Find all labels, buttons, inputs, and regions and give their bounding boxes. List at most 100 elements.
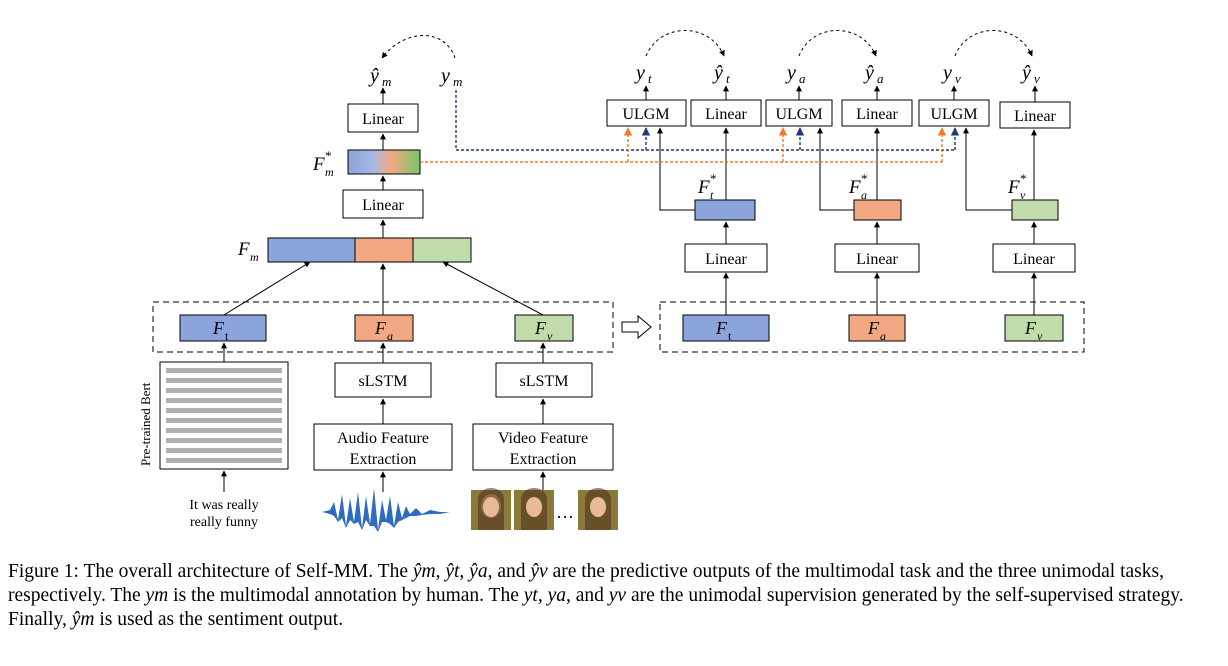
svg-text:sLSTM: sLSTM	[359, 373, 408, 390]
svg-text:ŷ: ŷ	[712, 62, 723, 84]
svg-text:F: F	[237, 239, 250, 260]
linear-box-m: Linear	[342, 189, 424, 219]
linear-box-a-lower: Linear	[834, 243, 920, 273]
svg-text:m: m	[250, 250, 259, 264]
caption-math-2: ŷv	[530, 561, 548, 582]
label-y-t: y t	[634, 62, 652, 86]
ft-star-label: F t *	[697, 171, 717, 202]
label-y-v: y v	[941, 62, 961, 86]
linear-box-t-top: Linear	[690, 99, 762, 127]
svg-text:sLSTM: sLSTM	[520, 373, 569, 390]
svg-text:y: y	[785, 62, 796, 84]
caption-part-2: , and	[487, 561, 531, 582]
svg-text:ULGM: ULGM	[775, 106, 822, 123]
slstm-video: sLSTM	[495, 362, 593, 398]
svg-text:ULGM: ULGM	[622, 106, 669, 123]
svg-text:F: F	[212, 318, 225, 338]
label-yhat-m: ŷ m	[368, 65, 391, 89]
svg-text:Linear: Linear	[856, 251, 898, 268]
linear-box-t-lower: Linear	[684, 243, 768, 273]
svg-text:Linear: Linear	[362, 111, 404, 128]
svg-text:y: y	[439, 65, 450, 87]
ym-supervision-line	[455, 90, 955, 151]
fv-star-feature	[1011, 199, 1059, 221]
svg-text:a: a	[877, 71, 884, 86]
svg-text:ŷ: ŷ	[863, 62, 874, 84]
svg-text:v: v	[547, 329, 553, 343]
svg-text:*: *	[325, 148, 332, 163]
svg-text:t: t	[710, 188, 714, 202]
svg-text:F: F	[848, 177, 861, 198]
caption-part-6: are the unimodal supervision generated b…	[8, 585, 1184, 630]
dotted-curve-a	[798, 30, 877, 57]
svg-text:v: v	[1034, 71, 1040, 86]
caption-part-4: is the multimodal annotation by human. T…	[168, 585, 524, 606]
svg-text:Video Feature: Video Feature	[498, 430, 588, 447]
fa-star-label: F a *	[848, 171, 868, 202]
caption-part-7: is used as the sentiment output.	[94, 609, 344, 630]
svg-text:F: F	[312, 154, 325, 175]
svg-text:t: t	[728, 329, 732, 343]
svg-text:Audio Feature: Audio Feature	[337, 430, 429, 447]
audio-feature-extraction: Audio Feature Extraction	[313, 423, 453, 471]
ft-feature-left: F t	[179, 314, 267, 343]
svg-text:Linear: Linear	[1013, 251, 1055, 268]
fm-star-label: F m *	[312, 148, 334, 179]
caption-math-3: ym	[145, 585, 169, 606]
fm-concat-feature	[267, 237, 472, 263]
video-feature-extraction: Video Feature Extraction	[472, 423, 614, 471]
dotted-curve-m	[381, 35, 456, 59]
label-y-a: y a	[785, 62, 806, 86]
architecture-diagram: ŷ m y m Linear F m * Linear F m F t	[138, 30, 1085, 532]
label-y-m: y m	[439, 65, 462, 89]
video-frame-1	[471, 488, 511, 530]
svg-text:F: F	[697, 177, 710, 198]
svg-text:ŷ: ŷ	[368, 65, 379, 87]
svg-text:v: v	[955, 71, 961, 86]
svg-text:Linear: Linear	[1014, 108, 1056, 125]
svg-text:t: t	[225, 329, 229, 343]
svg-text:Linear: Linear	[705, 251, 747, 268]
caption-math-1: ŷm, ŷt, ŷa	[412, 561, 488, 582]
audio-waveform-icon	[322, 488, 450, 532]
linear-box-a-top: Linear	[841, 99, 913, 127]
fa-star-feature	[853, 199, 902, 221]
video-frame-2	[514, 488, 554, 530]
svg-text:ŷ: ŷ	[1020, 62, 1031, 84]
svg-text:v: v	[1037, 329, 1043, 343]
svg-text:m: m	[325, 165, 334, 179]
svg-text:F: F	[374, 318, 387, 338]
svg-text:Linear: Linear	[362, 197, 404, 214]
fv-feature-left: F v	[514, 314, 574, 343]
svg-text:*: *	[1020, 171, 1027, 186]
encoder-group-right	[659, 301, 1085, 353]
svg-text:a: a	[799, 71, 806, 86]
svg-text:F: F	[867, 318, 880, 338]
input-text-line1: It was really	[189, 498, 258, 513]
slstm-audio: sLSTM	[334, 362, 432, 398]
ft-star-feature	[694, 199, 756, 221]
caption-part-3: are the predictive outputs of the multim…	[8, 561, 1164, 606]
video-frames-ellipsis: …	[556, 502, 574, 522]
svg-text:Linear: Linear	[705, 106, 747, 123]
svg-text:F: F	[715, 318, 728, 338]
svg-text:y: y	[634, 62, 645, 84]
caption-math-4: yt, ya	[523, 585, 566, 606]
svg-text:a: a	[861, 188, 867, 202]
caption-part-5: , and	[565, 585, 609, 606]
label-yhat-v: ŷ v	[1020, 62, 1040, 86]
svg-text:*: *	[861, 171, 868, 186]
ulgm-box-t: ULGM	[606, 99, 687, 127]
linear-box-m-top: Linear	[347, 103, 419, 133]
svg-text:y: y	[941, 62, 952, 84]
svg-text:m: m	[382, 74, 391, 89]
input-text-line2: really funny	[190, 515, 258, 530]
svg-text:F: F	[1024, 318, 1037, 338]
fm-star-fused-feature	[347, 149, 421, 175]
fa-feature-right: F a	[848, 314, 906, 343]
label-yhat-a: ŷ a	[863, 62, 884, 86]
svg-text:Linear: Linear	[856, 106, 898, 123]
video-frame-3	[578, 488, 618, 530]
svg-text:t: t	[648, 71, 652, 86]
svg-text:a: a	[387, 329, 393, 343]
